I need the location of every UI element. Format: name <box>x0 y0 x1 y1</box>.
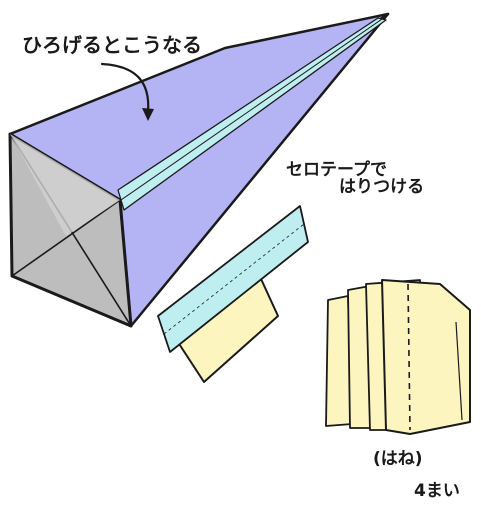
fold-line <box>407 283 411 431</box>
label-tape-line2: はりつける <box>339 177 425 197</box>
paper-cone <box>8 12 390 328</box>
tape-seam-line <box>120 18 383 201</box>
label-tape-line1: セロテープで <box>286 160 387 180</box>
label-open-result: ひろげるとこうなる <box>22 33 202 57</box>
label-wings-line2: 4まい <box>414 481 460 501</box>
label-wings-line1: (はね) <box>373 449 423 469</box>
cellophane-tape-strip <box>157 205 309 353</box>
cone-end-inner-shade <box>10 134 120 236</box>
cone-end-diagonal <box>11 199 121 277</box>
curved-arrow-icon <box>100 62 154 121</box>
wing-papers-stack <box>325 279 471 435</box>
tape-attachment <box>157 205 309 383</box>
wing-edge <box>455 321 463 421</box>
wing-paper <box>381 279 471 435</box>
tape-seam <box>117 17 387 211</box>
